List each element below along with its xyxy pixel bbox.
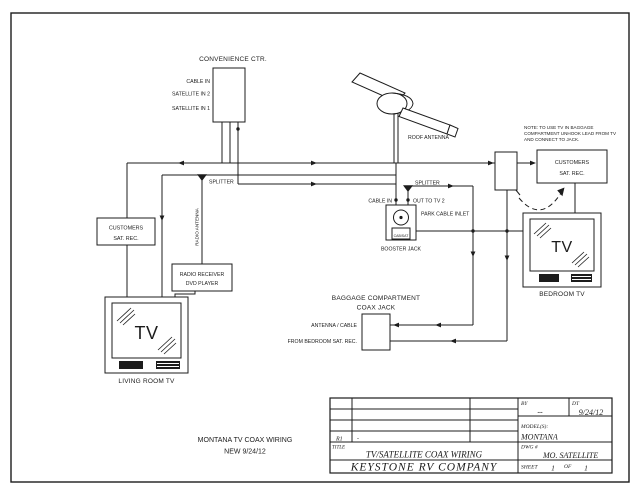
convenience-center: CONVENIENCE CTR. CABLE IN SATELLITE IN 2… [172, 56, 267, 123]
splitter-right-label: SPLITTER [415, 181, 440, 187]
living-room-tv-speaker [119, 361, 143, 369]
dwg-number-value: MO. SATELLITE [542, 451, 598, 460]
models-label: MODEL(S): [520, 423, 548, 430]
bedroom-wall-jack-box [494, 151, 518, 191]
cab-sat-label: CAB/SAT [394, 234, 410, 238]
booster-jack: CABLE IN OUT TO TV 2 PARK CABLE INLET CA… [368, 199, 470, 253]
by-label: BY [521, 401, 528, 407]
living-room-tv: TV LIVING ROOM TV [104, 296, 189, 385]
dwg-number-label: DWG # [520, 445, 538, 451]
of-value: 1 [584, 464, 588, 473]
radio-receiver-line2: DVD PLAYER [186, 281, 219, 287]
note-line-3: AND CONNECT TO JACK. [524, 137, 579, 142]
satellite-in-2-label: SATELLITE IN 2 [172, 92, 210, 98]
roof-antenna-label: ROOF ANTENNA [408, 135, 449, 141]
dt-label: DT [571, 401, 580, 407]
booster-cable-in-label: CABLE IN [368, 199, 392, 205]
title-block-frame [329, 397, 613, 474]
of-label: OF [564, 464, 572, 470]
splitter-right-icon [403, 185, 413, 192]
revision-id: R1 [335, 437, 343, 443]
drawing-title: TV/SATELLITE COAX WIRING [366, 450, 483, 460]
satellite-in-1-label: SATELLITE IN 1 [172, 106, 210, 112]
customers-sat-rec-left: CUSTOMERS SAT. REC. [96, 217, 156, 246]
customers-sat-rec-right-box [536, 149, 608, 184]
customers-sat-rec-left-box [96, 217, 156, 246]
radio-receiver-line1: RADIO RECEIVER [180, 272, 225, 278]
bedroom-tv-screen-text: TV [551, 239, 572, 256]
splitter-right: SPLITTER [403, 181, 440, 192]
living-room-tv-vents [156, 361, 180, 369]
customers-sat-rec-left-line2: SAT. REC. [113, 236, 138, 242]
baggage-note: NOTE: TO USE TV IN BAGGAGE COMPARTMENT U… [524, 125, 617, 142]
note-line-1: NOTE: TO USE TV IN BAGGAGE [524, 125, 593, 130]
splitter-left-label: SPLITTER [209, 180, 234, 186]
sheet-value: 1 [551, 464, 555, 473]
dt-value: 9/24/12 [579, 408, 603, 417]
convenience-center-box [212, 67, 246, 123]
sheet-label: SHEET [521, 465, 538, 471]
antenna-right-wing [398, 107, 451, 135]
roof-antenna: ROOF ANTENNA [351, 72, 459, 141]
splitter-left: SPLITTER [197, 174, 234, 186]
customers-sat-rec-right-line2: SAT. REC. [559, 171, 584, 177]
models-value: MONTANA [520, 433, 558, 442]
out-to-tv2-label: OUT TO TV 2 [413, 199, 445, 205]
flow-arrows [159, 160, 565, 344]
title-block: BY -- DT 9/24/12 MODEL(S): MONTANA R1 - … [329, 397, 613, 474]
antenna-cable-label: ANTENNA / CABLE [311, 323, 357, 329]
park-cable-inlet-port [393, 209, 409, 226]
title-label: TITLE [332, 446, 345, 451]
company-name: KEYSTONE RV COMPANY [350, 462, 498, 474]
splitter-left-icon [197, 174, 207, 181]
radio-antenna-label: RADIO ANTENNA [195, 207, 200, 245]
baggage-title-line2: COAX JACK [357, 305, 396, 312]
title-block-grid [330, 398, 612, 473]
annotation-line2: NEW 9/24/12 [224, 449, 266, 456]
cab-sat-port-box [391, 227, 411, 240]
park-cable-inlet-label: PARK CABLE INLET [421, 212, 470, 218]
drawing-annotation: MONTANA TV COAX WIRING NEW 9/24/12 [198, 437, 293, 456]
note-line-2: COMPARTMENT UNHOOK LEAD FROM TV [524, 131, 617, 136]
from-bedroom-sat-rec-label: FROM BEDROOM SAT. REC. [288, 339, 357, 345]
bedroom-tv-shine [533, 222, 590, 268]
living-room-tv-screen-text: TV [134, 323, 158, 343]
customers-sat-rec-left-line1: CUSTOMERS [109, 226, 144, 232]
convenience-center-title: CONVENIENCE CTR. [199, 56, 267, 63]
by-value: -- [537, 408, 543, 417]
radio-receiver-box [171, 263, 233, 292]
baggage-coax-jack: BAGGAGE COMPARTMENT COAX JACK ANTENNA / … [288, 295, 420, 351]
customers-sat-rec-right: CUSTOMERS SAT. REC. [536, 149, 608, 184]
bedroom-tv: TV BEDROOM TV [522, 212, 602, 298]
booster-jack-label: BOOSTER JACK [381, 247, 422, 253]
reroute-arc [518, 192, 562, 211]
bedroom-wall-jack [494, 151, 518, 191]
bedroom-tv-vents [571, 274, 592, 282]
baggage-jack-box [361, 313, 391, 351]
sheet-border [10, 12, 630, 483]
customers-sat-rec-right-line1: CUSTOMERS [555, 160, 590, 166]
antenna-wing-tip [446, 124, 459, 138]
baggage-title-line1: BAGGAGE COMPARTMENT [332, 295, 420, 302]
revision-desc: - [357, 437, 359, 443]
bedroom-tv-speaker [539, 274, 559, 282]
radio-section: RADIO ANTENNA RADIO RECEIVER DVD PLAYER [171, 207, 233, 292]
living-room-tv-label: LIVING ROOM TV [118, 378, 175, 385]
cable-in-label: CABLE IN [186, 79, 210, 85]
bedroom-tv-label: BEDROOM TV [539, 291, 585, 298]
annotation-line1: MONTANA TV COAX WIRING [198, 437, 293, 444]
living-room-tv-shine [116, 307, 177, 355]
